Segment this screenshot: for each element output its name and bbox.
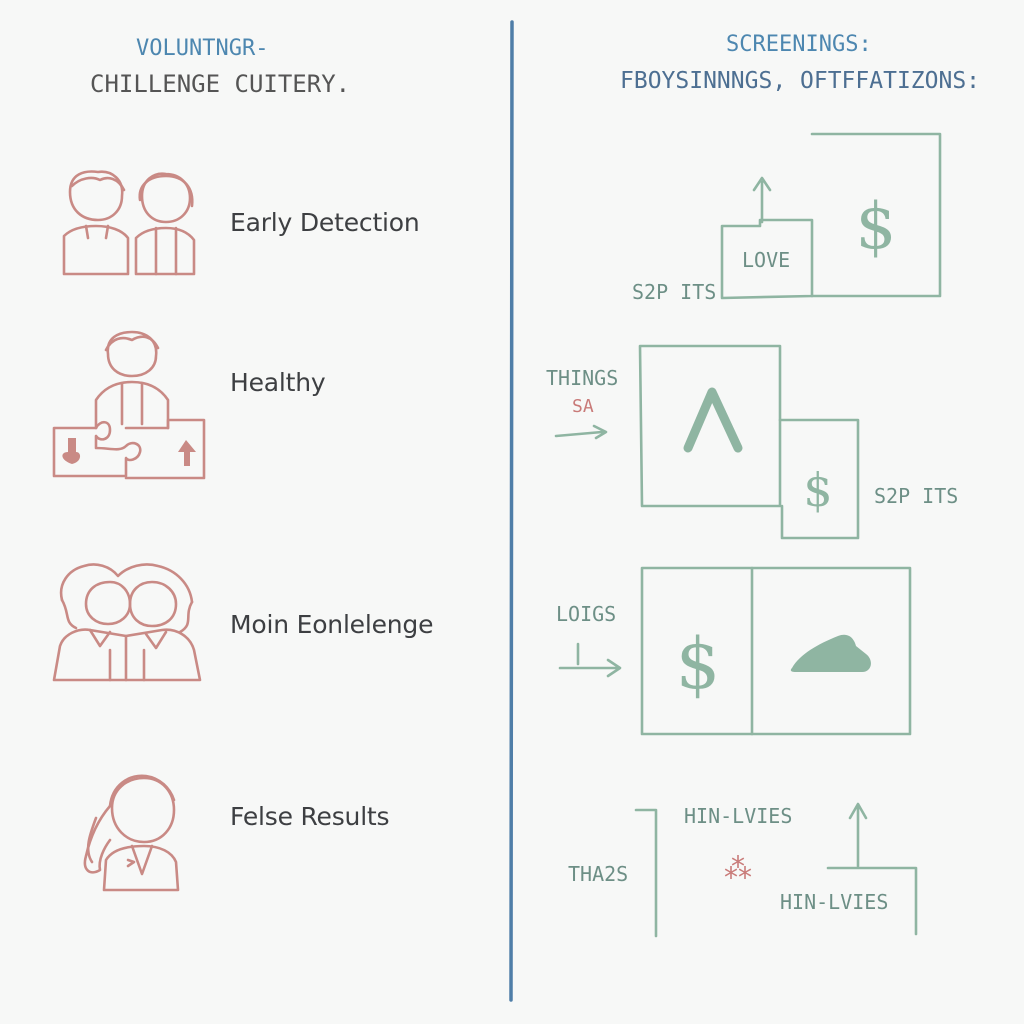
diagram-split-panel <box>558 566 912 736</box>
diagram-growth-box <box>720 132 942 300</box>
dollar-sign-icon-3: $ <box>676 623 721 705</box>
accent-glyph: ⁂ <box>724 852 752 885</box>
two-people-icon <box>62 170 196 276</box>
person-puzzle-icon <box>52 330 206 480</box>
diagram4-bottom-label: HIN-LVIES <box>780 890 889 914</box>
two-women-icon <box>52 563 202 682</box>
diagram2-left-label: THINGS <box>546 366 619 390</box>
diagram-two-boxes <box>554 344 860 540</box>
diagram1-side-label: S2P ITS <box>632 280 717 304</box>
person-long-hair-icon <box>83 774 180 892</box>
dollar-sign-icon: $ <box>856 190 897 264</box>
dollar-sign-icon-2: $ <box>803 463 832 517</box>
diagram-bracket-chart <box>634 802 918 938</box>
diagram1-box-label: LOVE <box>742 248 791 272</box>
item-label-early-detection: Early Detection <box>230 208 420 237</box>
diagram2-left-sub: SA <box>572 396 594 417</box>
right-heading-line2: FBOYSINNNGS, OFTFFATIZONS: <box>620 68 981 94</box>
left-heading-line2: CHILLENGE CUITERY. <box>90 70 351 98</box>
diagram3-left-label: LOIGS <box>556 602 617 626</box>
check-mark-icon <box>683 387 743 453</box>
column-divider <box>509 20 514 1002</box>
left-heading-line1: VOLUNTNGR- <box>136 36 269 61</box>
item-label-false-results: Felse Results <box>230 802 390 831</box>
item-label-main-challenge: Moin Eonlelenge <box>230 610 434 639</box>
diagram4-top-label: HIN-LVIES <box>684 804 793 828</box>
item-label-healthy: Healthy <box>230 368 326 397</box>
diagram2-side-label: S2P ITS <box>874 484 959 508</box>
diagram4-left-label: THA2S <box>568 862 629 886</box>
right-heading-line1: SCREENINGS: <box>726 32 872 57</box>
shoe-icon <box>790 634 871 672</box>
